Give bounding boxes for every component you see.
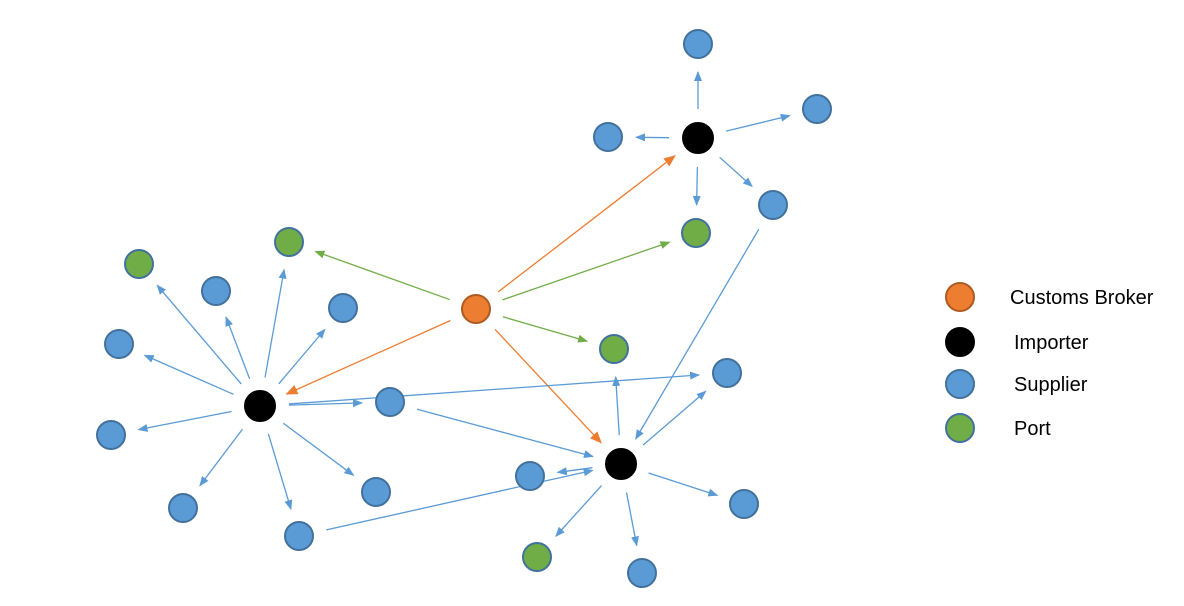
- edge-s5-to-i2: [416, 408, 594, 459]
- edge-cb-to-p3: [502, 241, 671, 301]
- edge-i1-to-s2: [278, 328, 326, 385]
- port-node-p1: [124, 249, 154, 279]
- edge-i2-to-p4: [612, 375, 621, 436]
- supplier-node-s3: [104, 329, 134, 359]
- edge-cb-to-p2: [314, 250, 450, 301]
- edge-cb-to-p4: [502, 316, 589, 343]
- edge-i3-to-s11: [726, 113, 791, 132]
- edge-i1-to-s9: [288, 371, 701, 405]
- legend-swatch-port: [945, 413, 975, 443]
- legend-label-broker: Customs Broker: [1010, 287, 1154, 309]
- edge-i2-to-s17: [648, 472, 719, 497]
- legend-item-broker: Customs Broker: [945, 282, 1154, 312]
- supplier-node-s8: [284, 521, 314, 551]
- edge-i1-to-p1: [156, 284, 242, 385]
- port-node-p3: [681, 218, 711, 248]
- edge-i2-to-s16: [642, 390, 707, 446]
- supplier-node-s7: [361, 477, 391, 507]
- edge-cb-to-i3: [497, 155, 676, 293]
- legend-label-port: Port: [1014, 418, 1051, 440]
- supplier-node-s5: [375, 387, 405, 417]
- legend-swatch-supplier: [945, 369, 975, 399]
- supplier-node-s6: [168, 493, 198, 523]
- legend-swatch-broker: [945, 282, 975, 312]
- legend-label-importer: Importer: [1014, 332, 1089, 354]
- edge-s8-to-i2: [326, 468, 594, 531]
- edge-i1-to-s6: [199, 428, 244, 487]
- legend-item-importer: Importer: [945, 327, 1089, 357]
- supplier-node-s2: [328, 293, 358, 323]
- edge-i3-to-s14: [719, 156, 753, 188]
- edge-i1-to-s5: [288, 399, 364, 408]
- supplier-node-s4: [96, 420, 126, 450]
- port-node-p4: [599, 334, 629, 364]
- edge-i1-to-s1: [225, 316, 251, 380]
- supplier-node-s11: [802, 94, 832, 124]
- supplier-node-s18: [627, 558, 657, 588]
- supplier-node-s14: [758, 190, 788, 220]
- supplier-node-s12: [593, 122, 623, 152]
- nodes-layer: [96, 29, 832, 588]
- edge-i1-to-s7: [282, 422, 355, 476]
- legend-label-supplier: Supplier: [1014, 374, 1088, 396]
- edge-i3-to-p3: [692, 166, 701, 207]
- edge-s14-to-i2: [635, 228, 760, 440]
- supplier-node-s17: [729, 489, 759, 519]
- broker-node-cb: [461, 294, 491, 324]
- edge-i2-to-s18: [625, 492, 639, 547]
- supplier-node-s9: [712, 358, 742, 388]
- edge-i1-to-s3: [143, 354, 234, 395]
- edge-i2-to-s13: [556, 467, 593, 476]
- edge-cb-to-i1: [285, 319, 451, 395]
- legend-item-supplier: Supplier: [945, 369, 1088, 399]
- importer-node-i1: [244, 390, 276, 422]
- importer-node-i2: [605, 448, 637, 480]
- edge-i2-to-p5: [555, 485, 603, 537]
- legend-item-port: Port: [945, 413, 1051, 443]
- edge-i1-to-s4: [137, 410, 232, 432]
- edges-layer: [137, 71, 791, 547]
- supplier-node-s10: [683, 29, 713, 59]
- supplier-node-s1: [201, 276, 231, 306]
- port-node-p5: [522, 542, 552, 572]
- importer-node-i3: [682, 122, 714, 154]
- legend-swatch-importer: [945, 327, 975, 357]
- supplier-node-s13: [515, 461, 545, 491]
- port-node-p2: [274, 227, 304, 257]
- edge-i1-to-p2: [264, 268, 287, 378]
- edge-i1-to-s8: [267, 433, 293, 511]
